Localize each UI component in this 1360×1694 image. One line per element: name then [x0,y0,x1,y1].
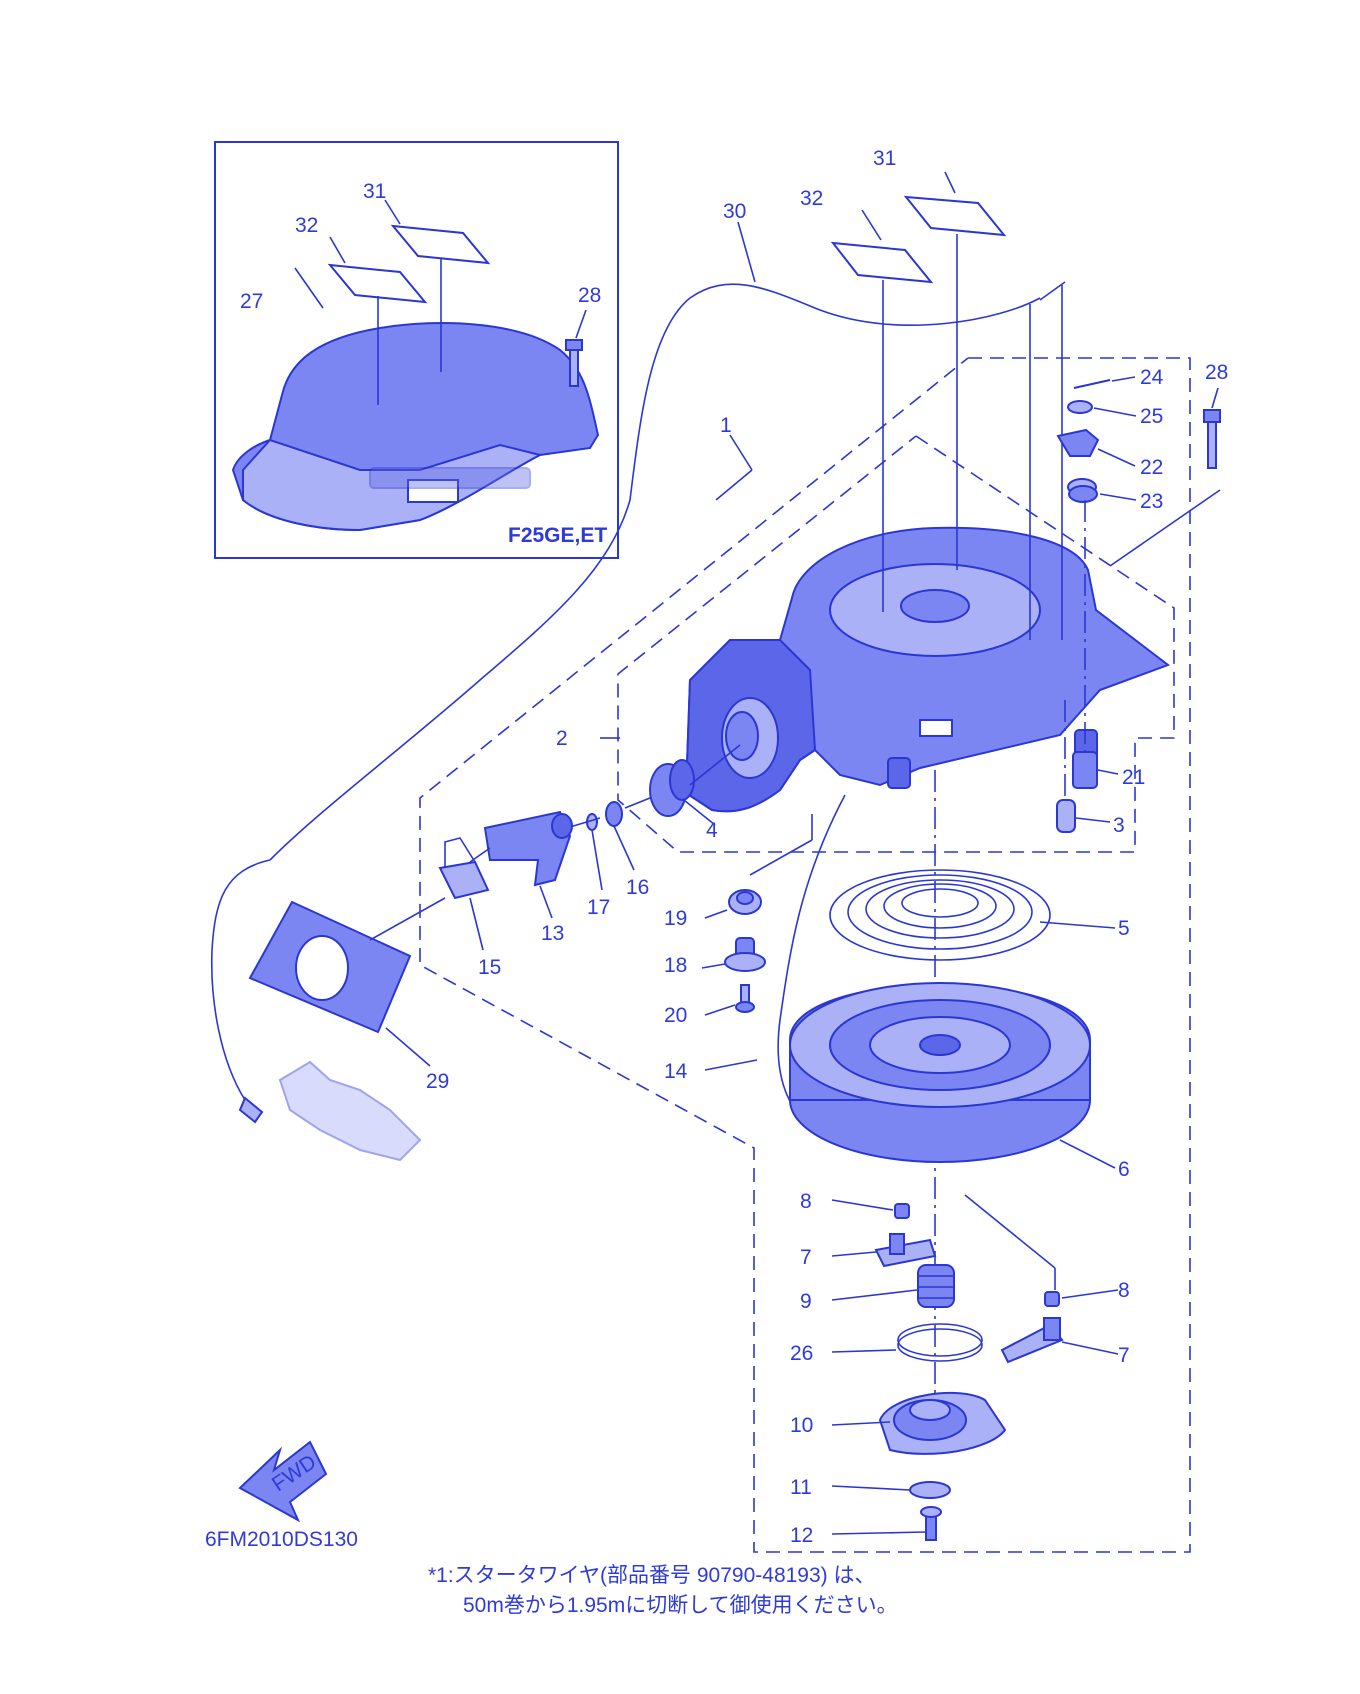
callout: 26 [790,1342,813,1365]
callout: 16 [626,876,649,899]
bolt-12 [920,1506,942,1541]
damper-16 [605,801,623,827]
callout: 27 [240,290,263,313]
callout: 7 [800,1246,812,1269]
callout: 14 [664,1060,688,1083]
callout: 1 [720,414,732,437]
callout: 2 [556,727,568,750]
drive-plate-10 [878,1391,1007,1455]
callout: 24 [1140,366,1164,389]
callout: 11 [790,1476,812,1499]
sticker-31-inset [390,224,491,265]
callout: 29 [426,1070,449,1093]
inset-variant-box [214,141,619,559]
callout: 4 [706,819,718,842]
pin-8-left [894,1203,910,1219]
callout: 9 [800,1290,812,1313]
sticker-32-main [830,241,934,284]
footnote-line-1: *1:スタータワイヤ(部品番号 90790-48193) は、 [428,1564,876,1587]
callout: 20 [664,1004,687,1027]
spiral-spring-5 [829,869,1051,961]
callout: 32 [800,187,823,210]
spring-9 [917,1264,955,1308]
assembly-1-outline [419,357,1191,1553]
diagram-code: 6FM2010DS130 [205,1528,358,1551]
callout: 13 [541,922,564,945]
callout: 3 [1113,814,1125,837]
bracket-faded [278,1060,422,1162]
bushing-19 [728,889,762,915]
callout: 25 [1140,405,1163,428]
callout: 22 [1140,456,1163,479]
sticker-31-main [903,195,1007,237]
collar-18 [724,937,766,972]
cable-guide-4 [649,759,695,817]
inset-model-label: F25GE,ET [508,524,607,547]
callout: 8 [1118,1279,1130,1302]
callout: 12 [790,1524,813,1547]
callout: 19 [664,907,687,930]
callout: 31 [873,147,896,170]
callout: 32 [295,214,318,237]
callout: 28 [1205,361,1228,384]
callout: 31 [363,180,386,203]
pawl-7-right [1000,1317,1064,1364]
callout: 21 [1122,766,1145,789]
hardware-stack-top [1056,379,1111,503]
pawl-7-left [874,1233,937,1268]
callout: 8 [800,1190,812,1213]
callout: 7 [1118,1344,1130,1367]
callout-labels: 31 32 27 28 30 32 31 28 24 25 22 23 1 2 … [240,147,1228,1547]
pin-3 [1056,799,1076,833]
callout: 28 [578,284,601,307]
screw-20 [735,984,755,1013]
ring-spring-26 [897,1323,983,1362]
starter-wire-30 [269,281,1066,861]
sticker-32-inset [327,263,428,304]
footnote-line-2: 50m巻から1.95mに切断して御使用ください。 [463,1594,898,1617]
bolt-28-main [1203,409,1221,469]
cover-plate-29 [248,900,412,1034]
callout: 23 [1140,490,1163,513]
callout: 30 [723,200,746,223]
fwd-arrow: FWD [238,1440,328,1523]
fitting-21 [1072,751,1098,789]
pin-8-right [1044,1291,1060,1307]
starter-handle-13 [483,810,573,887]
callout: 5 [1118,917,1130,940]
callout: 15 [478,956,501,979]
assembly-2-outline [617,435,1175,853]
callout: 17 [587,896,610,919]
clip-15 [438,837,490,900]
washer-11 [909,1481,951,1499]
callout: 10 [790,1414,813,1437]
bolt-28-inset [565,339,583,387]
callout: 6 [1118,1158,1130,1181]
sheave-drum-6 [789,982,1091,1163]
callout: 18 [664,954,687,977]
